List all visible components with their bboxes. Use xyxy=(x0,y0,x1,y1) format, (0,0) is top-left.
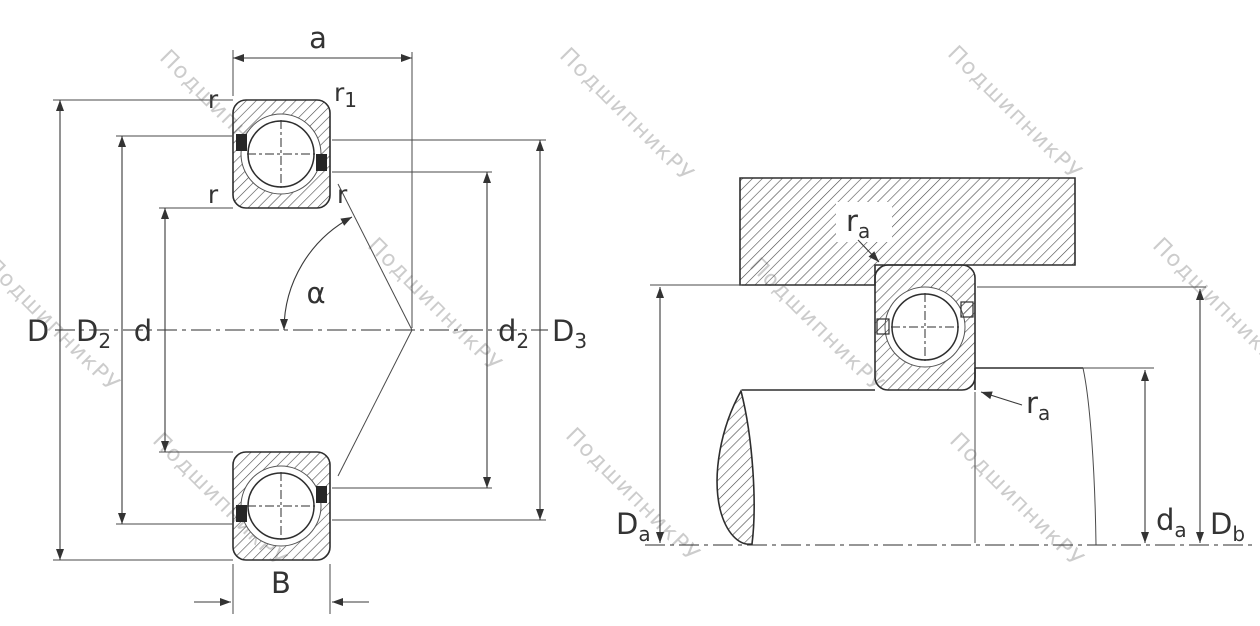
seal-mark xyxy=(236,134,247,151)
contact-line-upper xyxy=(337,183,413,331)
dim-label-d: d xyxy=(134,314,152,348)
dim-label-r-inner-right: r xyxy=(337,180,348,209)
dim-label-B: B xyxy=(271,566,291,600)
mounted-bearing-section xyxy=(874,264,976,391)
watermark: ПодшипникРУ xyxy=(554,43,698,187)
leader-ra-shaft xyxy=(980,391,1023,406)
dim-label-D2: D2 xyxy=(76,314,111,353)
watermark: ПодшипникРУ xyxy=(1147,233,1260,377)
left-diagram: α a r r1 r r D D2 d d2 D3 xyxy=(27,21,587,614)
dim-label-d2: d2 xyxy=(498,314,529,353)
watermark: ПодшипникРУ xyxy=(942,41,1086,185)
dim-label-Da: Da xyxy=(616,507,651,546)
shaft-break-section xyxy=(716,388,755,545)
dim-label-Db: Db xyxy=(1210,507,1245,546)
dim-label-alpha: α xyxy=(306,276,325,310)
watermark: ПодшипникРУ xyxy=(560,423,704,567)
label-gap xyxy=(836,202,892,242)
seal-mark xyxy=(236,505,247,522)
contact-line-lower xyxy=(337,329,413,477)
dim-label-r-inner-left: r xyxy=(208,180,219,209)
leader-ra-housing xyxy=(857,239,880,263)
right-diagram: ra ra Da da Db xyxy=(616,177,1252,546)
seal-mark xyxy=(316,486,327,503)
cage-mark xyxy=(876,318,890,335)
dim-label-a: a xyxy=(309,21,327,55)
dim-label-da: da xyxy=(1156,503,1187,542)
shaft-contour-curve xyxy=(1082,367,1097,546)
dim-label-r1: r1 xyxy=(334,78,357,112)
bottom-bearing-section xyxy=(232,451,331,561)
dim-label-ra-shaft: ra xyxy=(1026,386,1050,425)
top-bearing-section xyxy=(232,99,331,209)
dim-label-D3: D3 xyxy=(552,314,587,353)
seal-mark xyxy=(316,154,327,171)
cage-mark xyxy=(960,301,974,318)
dim-label-D: D xyxy=(27,314,49,348)
angle-arc xyxy=(280,216,353,331)
dim-label-ra-housing: ra xyxy=(846,204,870,243)
watermark: ПодшипникРУ xyxy=(944,428,1088,572)
watermarks: ПодшипникРУ ПодшипникРУ ПодшипникРУ Подш… xyxy=(0,41,1260,572)
watermark: ПодшипникРУ xyxy=(362,233,506,377)
watermark: ПодшипникРУ xyxy=(0,253,125,397)
